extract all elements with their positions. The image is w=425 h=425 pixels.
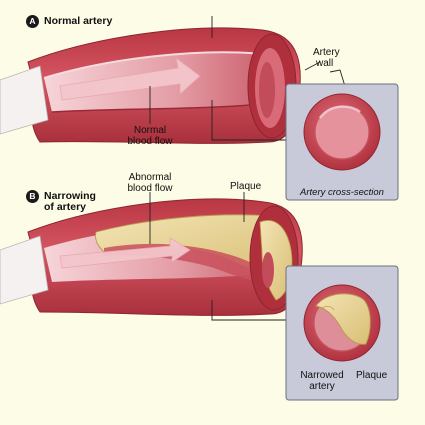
panel-a-title: Normal artery <box>44 15 113 27</box>
label-plaque-inset: Plaque <box>356 370 388 381</box>
label-normal-flow-2: blood flow <box>127 136 173 147</box>
label-narrowed-artery-2: artery <box>309 381 335 392</box>
cross-section-inset-a <box>285 83 399 201</box>
label-abnormal-flow-2: blood flow <box>127 183 173 194</box>
label-artery-wall-1: Artery <box>313 47 340 58</box>
label-artery-wall-2: wall <box>316 58 334 69</box>
panel-b-title-1: Narrowing <box>44 190 96 202</box>
label-narrowed-artery-1: Narrowed <box>300 370 344 381</box>
label-plaque: Plaque <box>230 181 262 192</box>
normal-cross-section-lumen <box>314 104 370 160</box>
panel-a-badge: A <box>26 15 39 28</box>
vessel-sheath-b <box>0 235 49 305</box>
cross-section-inset-b <box>285 265 399 401</box>
panel-b-title-2: of artery <box>44 201 87 213</box>
normal-flow-arrow <box>59 57 201 101</box>
abnormal-flow-arrow <box>59 237 191 269</box>
label-abnormal-flow-1: Abnormal <box>128 172 172 183</box>
vessel-sheath <box>0 65 49 135</box>
narrowed-artery-illustration <box>0 198 303 316</box>
label-normal-flow-1: Normal <box>133 125 167 136</box>
inset-caption: Artery cross-section <box>300 187 384 198</box>
panel-b-badge: B <box>26 190 39 203</box>
